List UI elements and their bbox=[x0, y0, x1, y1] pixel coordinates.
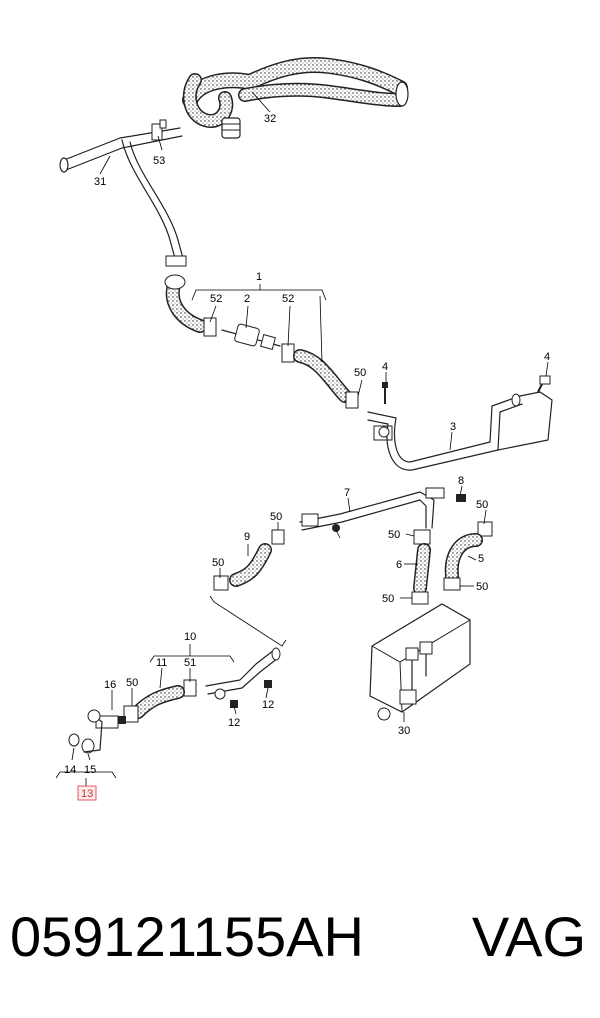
clamp-53 bbox=[151, 119, 167, 141]
callout-16: 16 bbox=[104, 679, 116, 691]
callout-10: 10 bbox=[184, 631, 196, 643]
hose-11 bbox=[123, 679, 197, 723]
callout-9: 9 bbox=[244, 531, 250, 543]
pipe-3 bbox=[367, 391, 553, 471]
callout-1: 1 bbox=[256, 271, 262, 283]
hose-6 bbox=[411, 529, 431, 605]
pipe-7 bbox=[299, 487, 445, 532]
callout-50-a: 50 bbox=[354, 367, 366, 379]
callout-50-b: 50 bbox=[476, 499, 488, 511]
callout-50-d: 50 bbox=[388, 529, 400, 541]
leader-lines bbox=[55, 91, 549, 786]
callout-7: 7 bbox=[344, 487, 350, 499]
callout-50-h: 50 bbox=[126, 677, 138, 689]
callout-8: 8 bbox=[458, 475, 464, 487]
hose-assembly-1 bbox=[164, 274, 359, 409]
callout-11: 11 bbox=[156, 657, 167, 669]
callout-31: 31 bbox=[94, 176, 106, 188]
callout-5: 5 bbox=[478, 553, 484, 565]
callout-52-left: 52 bbox=[210, 293, 222, 305]
callout-12-left: 12 bbox=[228, 717, 240, 729]
exploded-parts-diagram: 32 53 31 1 52 2 52 50 4 4 3 7 8 50 50 50… bbox=[55, 56, 553, 801]
callout-6: 6 bbox=[396, 559, 402, 571]
callout-4-right: 4 bbox=[544, 351, 550, 363]
bolt-8 bbox=[456, 494, 466, 502]
callout-50-e: 50 bbox=[212, 557, 224, 569]
callout-50-g: 50 bbox=[382, 593, 394, 605]
callout-12-right: 12 bbox=[262, 699, 274, 711]
callout-labels: 32 53 31 1 52 2 52 50 4 4 3 7 8 50 50 50… bbox=[64, 113, 550, 801]
callout-13-box bbox=[77, 785, 97, 801]
hose-5 bbox=[443, 521, 493, 591]
brand-name: VAG bbox=[471, 905, 586, 968]
callout-32: 32 bbox=[264, 113, 276, 125]
callout-13: 13 bbox=[81, 788, 93, 800]
part-number: 059121155AH bbox=[10, 905, 364, 968]
pipe-10 bbox=[205, 647, 281, 708]
callout-15: 15 bbox=[84, 764, 96, 776]
hose-32 bbox=[182, 56, 409, 139]
callout-4-left: 4 bbox=[382, 361, 388, 373]
bolt-4-left bbox=[382, 382, 388, 404]
pipe-31 bbox=[59, 127, 187, 267]
callout-30: 30 bbox=[398, 725, 410, 737]
callout-51: 51 bbox=[184, 657, 196, 669]
callout-3: 3 bbox=[450, 421, 456, 433]
callout-14: 14 bbox=[64, 764, 76, 776]
callout-53: 53 bbox=[153, 155, 165, 167]
hose-9 bbox=[213, 529, 285, 591]
oil-cooler-30 bbox=[369, 603, 471, 721]
bolt-4-right bbox=[537, 375, 551, 393]
callout-50-c: 50 bbox=[270, 511, 282, 523]
connector-13 bbox=[68, 709, 126, 754]
callout-2: 2 bbox=[244, 293, 250, 305]
callout-52-right: 52 bbox=[282, 293, 294, 305]
callout-50-f: 50 bbox=[476, 581, 488, 593]
